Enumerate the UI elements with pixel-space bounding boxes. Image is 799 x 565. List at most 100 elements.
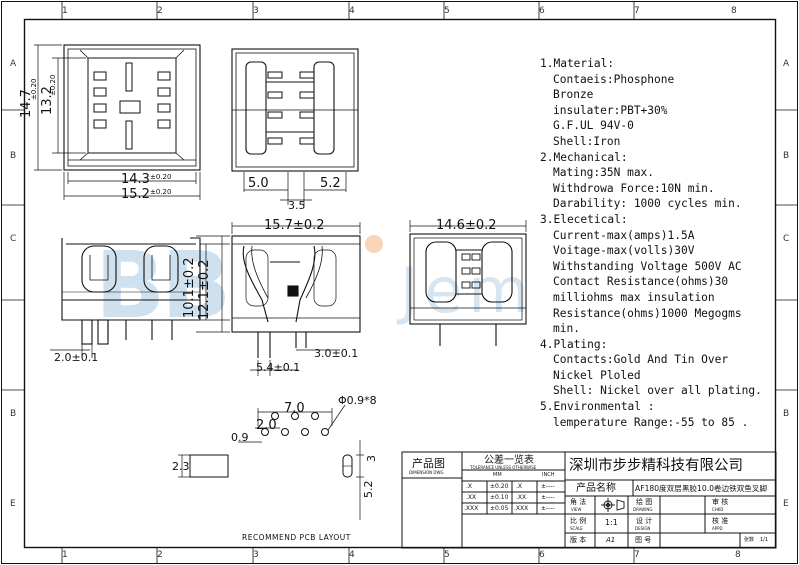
zone-bottom-7: 7 (634, 550, 640, 560)
zone-left-b: B (10, 151, 17, 161)
zone-right-d: B (783, 409, 790, 419)
zone-bottom-2: 2 (157, 550, 163, 560)
zone-right-e: E (783, 499, 789, 509)
tol-fmt2: .XX (516, 494, 527, 501)
zone-top-6: 6 (539, 6, 545, 16)
view-label: 角 法 (570, 498, 587, 506)
watermark-dot (365, 235, 383, 253)
tol-fmt: .XX (466, 494, 477, 501)
tol-header-inch: INCH (542, 472, 555, 478)
section-view (231, 235, 361, 358)
section-dim-lines (196, 222, 361, 376)
dim-10-1: 10.1±0.2 (182, 257, 197, 318)
dim-15-2: 15.2 (121, 187, 150, 202)
dim-14-3-tol: ±0.20 (150, 173, 172, 181)
dim-3: 3 (365, 455, 378, 462)
side-left-dim-lines (50, 344, 93, 358)
side-view-left (61, 237, 201, 345)
dim-0-9: 0.9 (231, 431, 249, 444)
zone-top-2: 2 (157, 6, 163, 16)
drawing-by-label: 绘 图 (636, 498, 653, 506)
note-line: 1.Material: (540, 57, 615, 70)
pcb-dim-lines (178, 404, 364, 520)
dim-5-2: 5.2 (320, 176, 341, 191)
dim-5-4: 5.4±0.1 (256, 361, 301, 374)
drawing-label-en: DIMENSION DWG (409, 470, 444, 475)
view-symbol (601, 498, 625, 512)
check-label-en: CHKD (712, 507, 724, 512)
dim-hole: Φ0.9*8 (338, 394, 377, 407)
dim-14-7-tol: ±0.20 (30, 78, 38, 100)
dim-13-2-tol: ±0.20 (49, 74, 57, 96)
tol-mm: ±0.20 (490, 483, 509, 490)
dim-2-0-b: 2.0 (256, 418, 277, 433)
note-line: Withdrowa Force:10N min. (553, 181, 715, 195)
check-label: 审 核 (712, 498, 729, 506)
zone-bottom-5: 5 (444, 550, 450, 560)
dim-2-3: 2.3 (172, 460, 190, 473)
dim-5-2-v: 5.2 (362, 480, 375, 499)
spec-notes: 1.Material: Contaeis:Phosphone Bronze in… (540, 56, 762, 430)
zone-bottom-1: 1 (62, 550, 68, 560)
scale-value: 1:1 (605, 518, 618, 527)
rear-view-dim-lines (243, 172, 347, 205)
note-line: milliohms max insulation (553, 290, 715, 304)
scale-label-en: SCALE (570, 526, 583, 531)
note-line: Darability: 1000 cycles min. (553, 197, 742, 211)
front-face-view (63, 44, 201, 171)
watermark-logo: BB (95, 232, 231, 339)
page-value: 1/1 (760, 537, 769, 543)
page-label: 张数 (744, 537, 755, 543)
note-line: Shell: Nickel over all plating. (553, 384, 762, 398)
drawing-label: 产品图 (412, 457, 445, 470)
tol-inch: ±---- (541, 505, 555, 512)
company-name: 深圳市步步精科技有限公司 (569, 458, 743, 474)
note-line: Contact Resistance(ohms)30 (553, 275, 729, 289)
note-line: Contaeis:Phosphone (553, 72, 675, 86)
dim-12-1: 12.1±0.2 (197, 259, 212, 320)
note-line: Resistance(ohms)1000 Megogms (553, 306, 742, 320)
tol-header-mm: MM (493, 472, 502, 478)
drawing-by-label-en: DRAWING (633, 507, 653, 512)
zone-right-c: C (783, 234, 790, 244)
dim-2-0: 2.0±0.1 (54, 351, 99, 364)
note-line: min. (553, 322, 580, 336)
dim-14-6: 14.6±0.2 (436, 218, 497, 233)
product-name: AF180度双层黑胶10.0卷边铁双鱼叉脚 (635, 484, 768, 493)
drawing-no-label: 图 号 (635, 536, 652, 544)
product-label: 产品名称 (576, 483, 616, 494)
zone-bottom-3: 3 (253, 550, 259, 560)
zone-left-c: C (10, 234, 17, 244)
dim-14-3: 14.3 (121, 172, 150, 187)
tol-inch: ±---- (541, 483, 555, 490)
zone-left-d: B (10, 409, 17, 419)
zone-bottom-6: 6 (539, 550, 545, 560)
dim-7-0: 7.0 (284, 401, 305, 416)
dim-5-0: 5.0 (248, 176, 269, 191)
side-view-right (409, 233, 527, 346)
dim-3-5: 3.5 (288, 199, 306, 212)
note-line: Mating:35N max. (553, 166, 655, 180)
zone-left-e: E (10, 499, 16, 509)
note-line: 2.Mechanical: (540, 150, 628, 164)
dim-3-0: 3.0±0.1 (314, 347, 359, 360)
note-line: Withstanding Voltage 500V AC (553, 259, 742, 273)
pcb-layout (189, 412, 353, 478)
tol-fmt2: .X (516, 483, 523, 490)
note-line: G.F.UL 94V-0 (553, 119, 634, 133)
zone-top-7: 7 (634, 6, 640, 16)
zone-bottom-4: 4 (349, 550, 355, 560)
zone-left-a: A (10, 59, 17, 69)
note-line: lemperature Range:-55 to 85 . (553, 415, 749, 429)
tol-inch: ±---- (541, 494, 555, 501)
tolerance-label: 公差一览表 (484, 455, 534, 466)
scale-label: 比 例 (570, 517, 587, 525)
rear-view (231, 48, 359, 172)
note-line: 4.Plating: (540, 337, 608, 351)
tolerance-label-en: TOLERANCE UNLESS OTHERWISE (470, 465, 537, 470)
dim-15-2-tol: ±0.20 (150, 188, 172, 196)
zone-bottom-8: 8 (735, 550, 741, 560)
